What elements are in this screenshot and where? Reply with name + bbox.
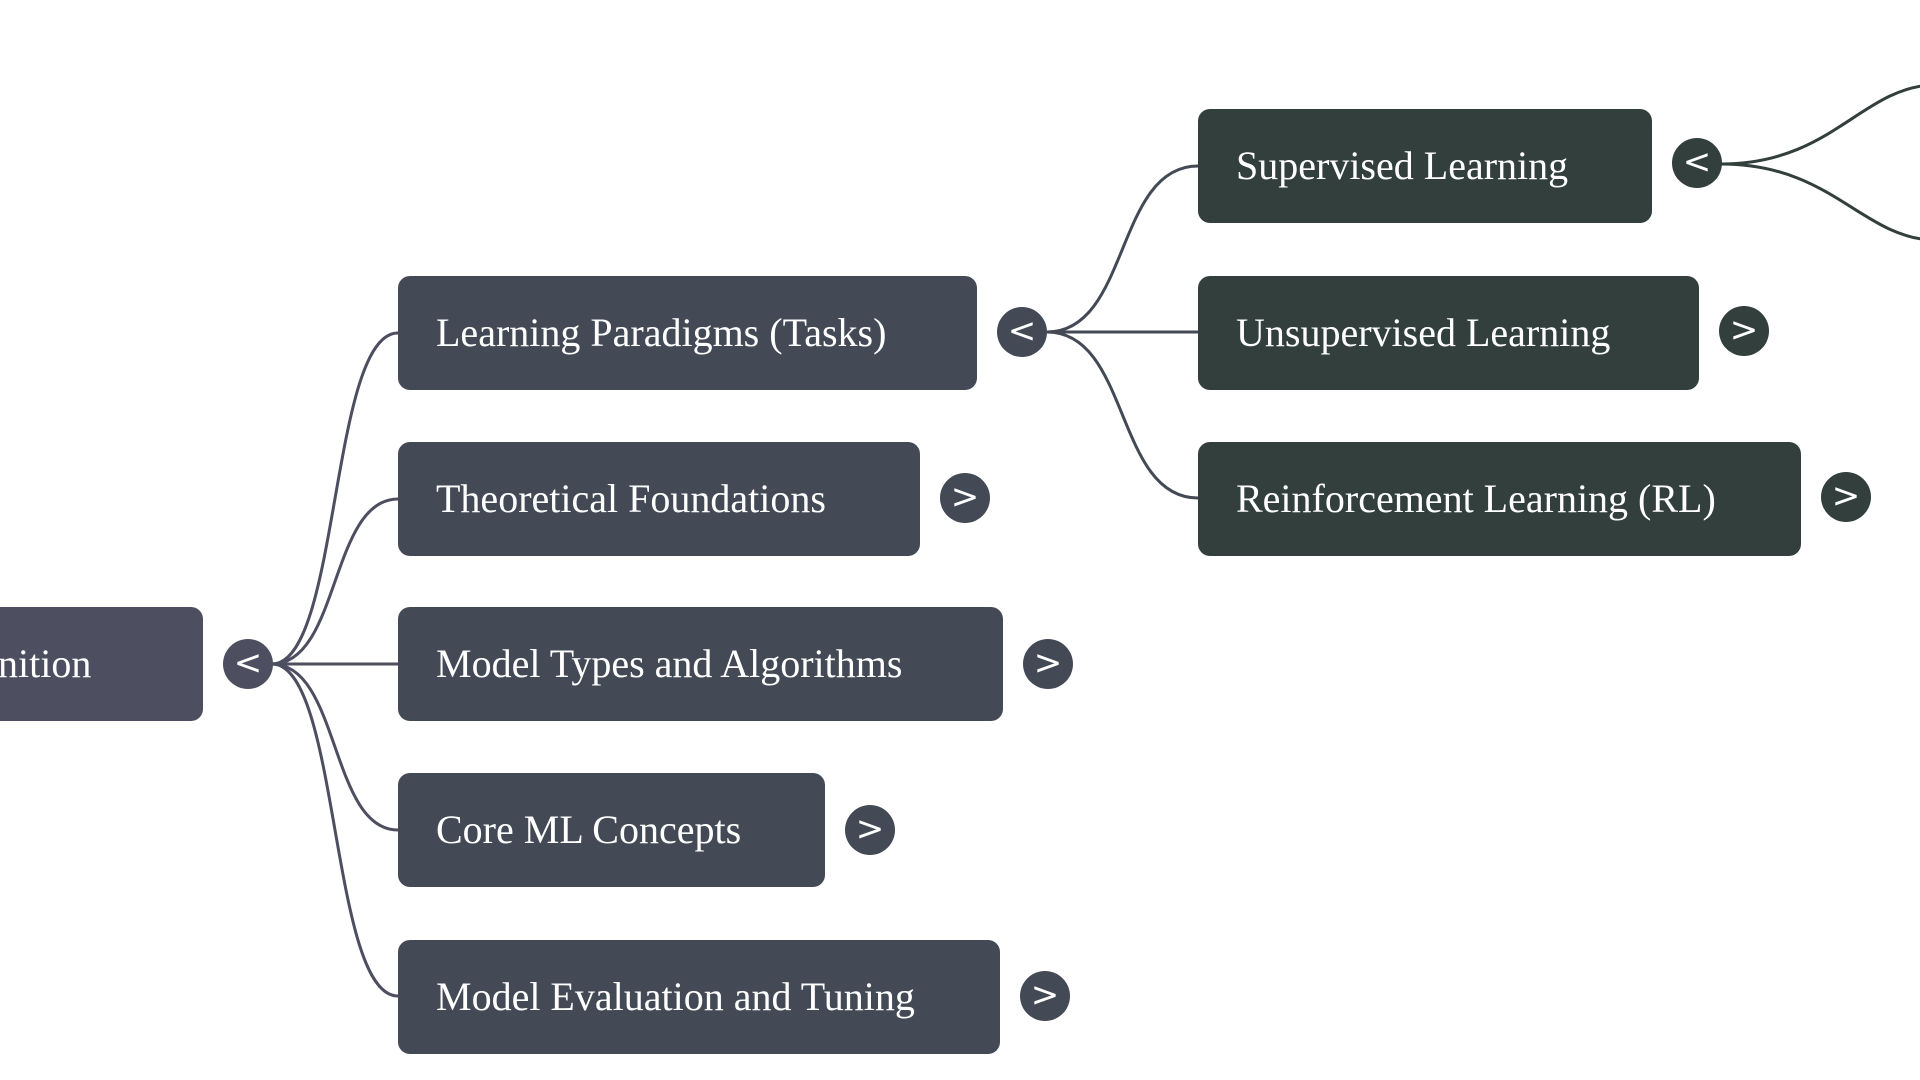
reinforcement-learning-expand-toggle[interactable]: >: [1821, 472, 1871, 522]
chevron-left-icon: <: [233, 643, 263, 683]
supervised-learning-collapse-toggle[interactable]: <: [1672, 138, 1722, 188]
chevron-right-icon: >: [1033, 643, 1063, 683]
node-label: Reinforcement Learning (RL): [1236, 476, 1716, 521]
node-core-ml-concepts[interactable]: Core ML Concepts: [398, 773, 825, 887]
node-label: Theoretical Foundations: [436, 476, 826, 521]
node-label: Model Evaluation and Tuning: [436, 974, 915, 1019]
node-model-evaluation-and-tuning[interactable]: Model Evaluation and Tuning: [398, 940, 1000, 1054]
model-types-expand-toggle[interactable]: >: [1023, 639, 1073, 689]
root-node[interactable]: nition: [0, 607, 203, 721]
root-collapse-toggle[interactable]: <: [223, 639, 273, 689]
node-supervised-learning[interactable]: Supervised Learning: [1198, 109, 1652, 223]
edge-paradigms-to-supervised: [1046, 164, 1199, 334]
unsupervised-learning-expand-toggle[interactable]: >: [1719, 306, 1769, 356]
node-reinforcement-learning[interactable]: Reinforcement Learning (RL): [1198, 442, 1801, 556]
edge-paradigms-to-reinforcement: [1046, 330, 1199, 500]
chevron-right-icon: >: [950, 477, 980, 517]
chevron-right-icon: >: [1729, 310, 1759, 350]
node-theoretical-foundations[interactable]: Theoretical Foundations: [398, 442, 920, 556]
chevron-left-icon: <: [1682, 142, 1712, 182]
node-model-types-and-algorithms[interactable]: Model Types and Algorithms: [398, 607, 1003, 721]
node-unsupervised-learning[interactable]: Unsupervised Learning: [1198, 276, 1699, 390]
root-node-label: nition: [0, 641, 92, 686]
edge-root-to-theoretical-foundations: [271, 497, 399, 666]
chevron-right-icon: >: [1030, 975, 1060, 1015]
chevron-right-icon: >: [855, 809, 885, 849]
core-ml-concepts-expand-toggle[interactable]: >: [845, 805, 895, 855]
node-learning-paradigms[interactable]: Learning Paradigms (Tasks): [398, 276, 977, 390]
chevron-left-icon: <: [1007, 311, 1037, 351]
model-evaluation-expand-toggle[interactable]: >: [1020, 971, 1070, 1021]
node-label: Model Types and Algorithms: [436, 641, 903, 686]
node-label: Unsupervised Learning: [1236, 310, 1611, 355]
node-label: Core ML Concepts: [436, 807, 742, 852]
chevron-right-icon: >: [1831, 476, 1861, 516]
edge-root-to-core-ml-concepts: [271, 662, 399, 832]
edge-root-to-learning-paradigms: [271, 331, 399, 666]
edge-supervised-to-offscreen-child-1: [1720, 84, 1920, 166]
learning-paradigms-collapse-toggle[interactable]: <: [997, 307, 1047, 357]
edge-supervised-to-offscreen-child-2: [1720, 162, 1920, 241]
node-label: Learning Paradigms (Tasks): [436, 310, 887, 355]
theoretical-foundations-expand-toggle[interactable]: >: [940, 473, 990, 523]
node-label: Supervised Learning: [1236, 143, 1569, 188]
edge-root-to-model-evaluation: [271, 662, 399, 998]
